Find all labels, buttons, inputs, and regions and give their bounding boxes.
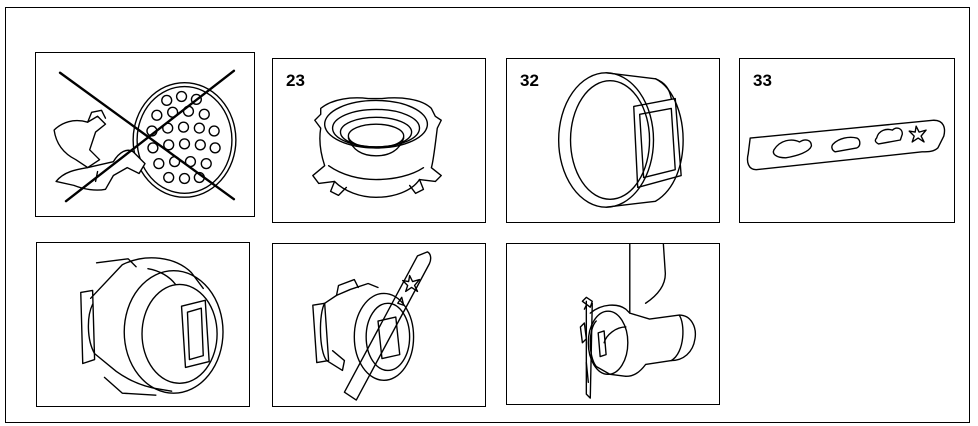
cap-assembled-illustration	[80, 257, 224, 396]
mounted-on-head-illustration	[579, 244, 697, 399]
figure-cap-with-plate	[272, 243, 486, 407]
figure-mounted-on-head	[506, 243, 720, 405]
figure-label: 32	[520, 71, 539, 90]
figure-no-blade-and-disc	[35, 52, 255, 217]
adapter-cap-illustration	[557, 72, 684, 208]
figure-cap-assembled	[36, 242, 250, 407]
figure-label: 23	[286, 71, 305, 90]
shaping-plate-illustration	[746, 119, 946, 171]
cap-with-plate-illustration	[312, 251, 432, 401]
figure-adapter-cap: 32	[506, 58, 720, 223]
figure-shaping-plate: 33	[739, 58, 955, 223]
figure-label: 33	[753, 71, 772, 90]
blade-and-disc-crossed-illustration	[53, 69, 237, 203]
figure-ring-nut: 23	[272, 58, 486, 223]
ring-nut-illustration	[312, 97, 442, 198]
instruction-figure-frame: 23 32 33	[5, 7, 970, 423]
